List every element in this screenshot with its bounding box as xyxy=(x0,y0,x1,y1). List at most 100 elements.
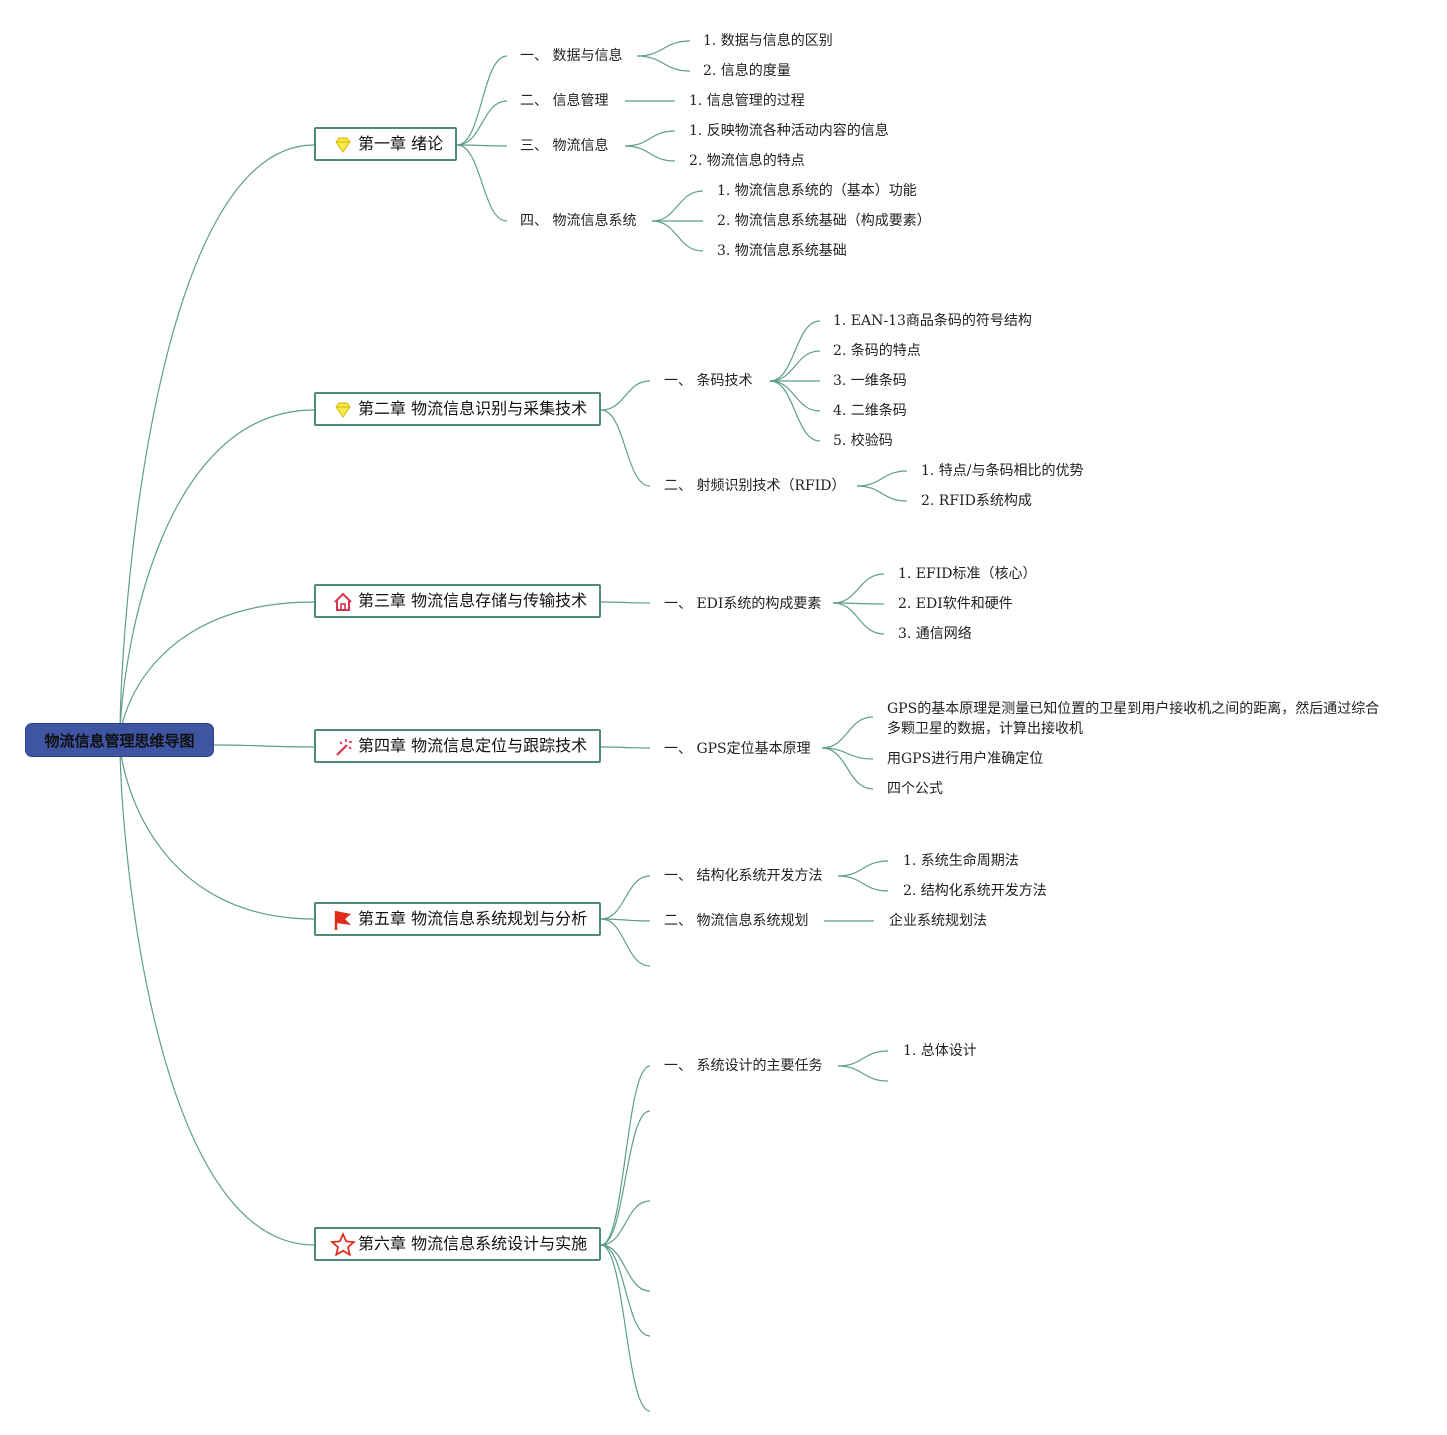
connector-line xyxy=(456,144,508,147)
ch5-s1-item-1[interactable]: 1. 系统生命周期法 xyxy=(903,853,1019,869)
chapter-6-node[interactable]: 第六章 物流信息系统设计与实施 xyxy=(314,1227,601,1261)
home-icon xyxy=(334,592,352,611)
connector-line xyxy=(600,1200,651,1246)
ch1-s2-item-1[interactable]: 1. 信息管理的过程 xyxy=(689,93,805,109)
connector-line xyxy=(624,130,676,147)
diamond-icon xyxy=(335,402,351,418)
connector-line xyxy=(624,145,676,162)
ch2-s1-item-3[interactable]: 3. 一维条码 xyxy=(833,373,907,389)
flag-icon xyxy=(334,911,351,930)
connector-line xyxy=(769,350,821,382)
connector-line xyxy=(456,100,508,146)
ch5-s2-item-1[interactable]: 企业系统规划法 xyxy=(889,913,987,929)
ch1-s3-item-2[interactable]: 2. 物流信息的特点 xyxy=(689,153,805,169)
ch4-s1-item-2[interactable]: 用GPS进行用户准确定位 xyxy=(887,751,1044,767)
root-connector-line xyxy=(213,744,315,748)
chapter-4-node[interactable]: 第四章 物流信息定位与跟踪技术 xyxy=(314,729,601,763)
ch3-s1-item-2[interactable]: 2. EDI软件和硬件 xyxy=(898,596,1013,612)
chapter-3-node[interactable]: 第三章 物流信息存储与传输技术 xyxy=(314,584,601,618)
connector-line xyxy=(837,875,889,892)
ch1-s1-item-1[interactable]: 1. 数据与信息的区别 xyxy=(703,33,833,49)
ch3-s1-item-1[interactable]: 1. EFID标准（核心） xyxy=(898,566,1037,582)
ch2-section-1[interactable]: 一、 条码技术 xyxy=(664,373,753,389)
chapter-2-title: 第二章 物流信息识别与采集技术 xyxy=(358,399,588,418)
chapter-4-title: 第四章 物流信息定位与跟踪技术 xyxy=(358,736,588,755)
connector-line xyxy=(600,601,651,604)
connector-line xyxy=(636,40,691,57)
ch6-s1-item-1[interactable]: 1. 总体设计 xyxy=(903,1043,977,1059)
connector-line xyxy=(832,602,885,635)
diamond-icon xyxy=(335,137,351,153)
chapter-1-node[interactable]: 第一章 绪论 xyxy=(314,127,457,161)
root-node[interactable]: 物流信息管理思维导图 xyxy=(25,723,214,757)
ch2-s1-item-4[interactable]: 4. 二维条码 xyxy=(833,403,907,419)
connector-line xyxy=(600,1244,651,1412)
connector-line xyxy=(600,1244,651,1337)
ch3-section-1[interactable]: 一、 EDI系统的构成要素 xyxy=(664,596,822,612)
ch1-section-1[interactable]: 一、 数据与信息 xyxy=(520,48,623,64)
chapter-3-title: 第三章 物流信息存储与传输技术 xyxy=(358,591,588,610)
connector-line xyxy=(600,875,651,920)
ch3-s1-item-3[interactable]: 3. 通信网络 xyxy=(898,626,972,642)
ch2-s2-item-2[interactable]: 2. RFID系统构成 xyxy=(921,493,1032,509)
connector-line xyxy=(837,1050,889,1067)
ch1-section-3[interactable]: 三、 物流信息 xyxy=(520,138,609,154)
ch1-section-4[interactable]: 四、 物流信息系统 xyxy=(520,213,637,229)
root-connector-line xyxy=(119,739,315,1246)
ch2-s1-item-1[interactable]: 1. EAN-13商品条码的符号结构 xyxy=(833,313,1032,329)
chapter-6-title: 第六章 物流信息系统设计与实施 xyxy=(358,1234,588,1253)
connector-line xyxy=(600,918,651,967)
connector-line xyxy=(456,144,508,222)
connector-line xyxy=(856,485,908,502)
connector-line xyxy=(456,55,508,146)
ch1-s4-item-1[interactable]: 1. 物流信息系统的（基本）功能 xyxy=(717,183,917,199)
connector-line xyxy=(832,573,885,604)
connector-line xyxy=(600,918,651,922)
connector-line xyxy=(769,320,821,382)
connector-line xyxy=(821,716,874,749)
ch5-section-1[interactable]: 一、 结构化系统开发方法 xyxy=(664,868,823,884)
ch1-section-2[interactable]: 二、 信息管理 xyxy=(520,93,609,109)
chapter-5-node[interactable]: 第五章 物流信息系统规划与分析 xyxy=(314,902,601,936)
connector-line xyxy=(600,1244,651,1292)
connector-line xyxy=(837,1065,889,1082)
connector-line xyxy=(651,190,704,222)
ch2-s2-item-1[interactable]: 1. 特点/与条码相比的优势 xyxy=(921,463,1084,479)
ch1-s4-item-3[interactable]: 3. 物流信息系统基础 xyxy=(717,243,847,259)
connector-line xyxy=(600,380,651,411)
ch4-s1-item-1[interactable]: GPS的基本原理是测量已知位置的卫星到用户接收机之间的距离，然后通过综合多颗卫星… xyxy=(887,701,1380,737)
connector-line xyxy=(600,746,651,749)
root-connector-line xyxy=(119,144,315,741)
connector-line xyxy=(856,470,908,487)
ch2-s1-item-5[interactable]: 5. 校验码 xyxy=(833,433,893,449)
connector-line xyxy=(821,747,874,790)
ch5-section-2[interactable]: 二、 物流信息系统规划 xyxy=(664,913,809,929)
chapter-5-title: 第五章 物流信息系统规划与分析 xyxy=(358,909,588,928)
ch1-s4-item-2[interactable]: 2. 物流信息系统基础（构成要素） xyxy=(717,213,931,229)
connector-line xyxy=(769,380,821,442)
ch4-s1-item-3[interactable]: 四个公式 xyxy=(887,781,943,797)
ch2-section-2[interactable]: 二、 射频识别技术（RFID） xyxy=(664,478,846,494)
connector-line xyxy=(636,55,691,72)
ch1-s1-item-2[interactable]: 2. 信息的度量 xyxy=(703,63,791,79)
ch6-section-1[interactable]: 一、 系统设计的主要任务 xyxy=(664,1058,823,1074)
connector-line xyxy=(769,380,821,412)
ch1-s3-item-1[interactable]: 1. 反映物流各种活动内容的信息 xyxy=(689,123,889,139)
root-connector-line xyxy=(119,601,315,741)
connector-line xyxy=(600,409,651,487)
chapter-2-node[interactable]: 第二章 物流信息识别与采集技术 xyxy=(314,392,601,426)
ch2-s1-item-2[interactable]: 2. 条码的特点 xyxy=(833,343,921,359)
connector-line xyxy=(651,220,704,252)
root-connector-line xyxy=(119,409,315,741)
root-connector-line xyxy=(119,739,315,920)
connector-line xyxy=(600,1065,651,1246)
star-icon xyxy=(330,1232,356,1257)
chapter-1-title: 第一章 绪论 xyxy=(358,134,444,153)
ch4-section-1[interactable]: 一、 GPS定位基本原理 xyxy=(664,741,811,757)
ch5-s1-item-2[interactable]: 2. 结构化系统开发方法 xyxy=(903,883,1047,899)
connector-line xyxy=(837,860,889,877)
magic-wand-icon xyxy=(336,739,352,756)
connector-line xyxy=(600,1110,651,1246)
